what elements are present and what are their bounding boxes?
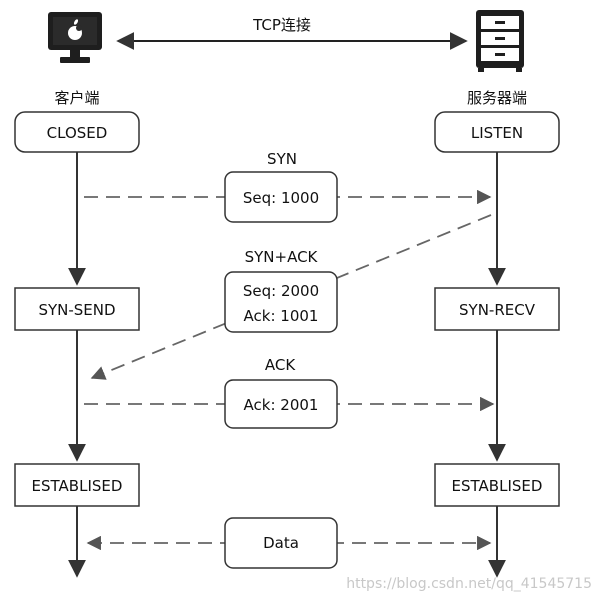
client-state-closed: CLOSED xyxy=(14,111,140,153)
watermark: https://blog.csdn.net/qq_41545715 xyxy=(346,576,592,592)
syn-ack-message-box: Seq: 2000 Ack: 1001 xyxy=(224,271,338,333)
ack-ack: Ack: 2001 xyxy=(244,396,319,414)
data-message-box: Data xyxy=(224,517,338,569)
syn-message-box: Seq: 1000 xyxy=(224,171,338,223)
apple-logo-icon xyxy=(68,19,82,40)
syn-ack-title: SYN+ACK xyxy=(245,248,319,266)
server-state-established-label: ESTABLISED xyxy=(452,477,543,495)
server-label: 服务器端 xyxy=(467,89,527,107)
server-state-syn-recv-label: SYN-RECV xyxy=(459,301,536,319)
ack-message-box: Ack: 2001 xyxy=(224,379,338,429)
syn-ack-seq: Seq: 2000 xyxy=(243,282,319,300)
syn-title: SYN xyxy=(267,150,297,168)
computer-icon xyxy=(48,12,102,63)
server-state-listen-label: LISTEN xyxy=(471,124,523,142)
client-label: 客户端 xyxy=(54,89,99,107)
client-state-established: ESTABLISED xyxy=(14,463,140,507)
server-state-listen: LISTEN xyxy=(434,111,560,153)
server-state-established: ESTABLISED xyxy=(434,463,560,507)
data-label: Data xyxy=(263,534,299,552)
ack-title: ACK xyxy=(265,356,296,374)
syn-seq: Seq: 1000 xyxy=(243,189,319,207)
client-state-syn-send: SYN-SEND xyxy=(14,287,140,331)
client-state-established-label: ESTABLISED xyxy=(32,477,123,495)
syn-ack-arrow xyxy=(90,214,492,380)
client-state-syn-send-label: SYN-SEND xyxy=(38,301,115,319)
client-state-closed-label: CLOSED xyxy=(47,124,108,142)
server-icon xyxy=(476,10,524,72)
server-state-syn-recv: SYN-RECV xyxy=(434,287,560,331)
tcp-connection-label: TCP连接 xyxy=(252,16,311,34)
syn-ack-ack: Ack: 1001 xyxy=(244,307,319,325)
